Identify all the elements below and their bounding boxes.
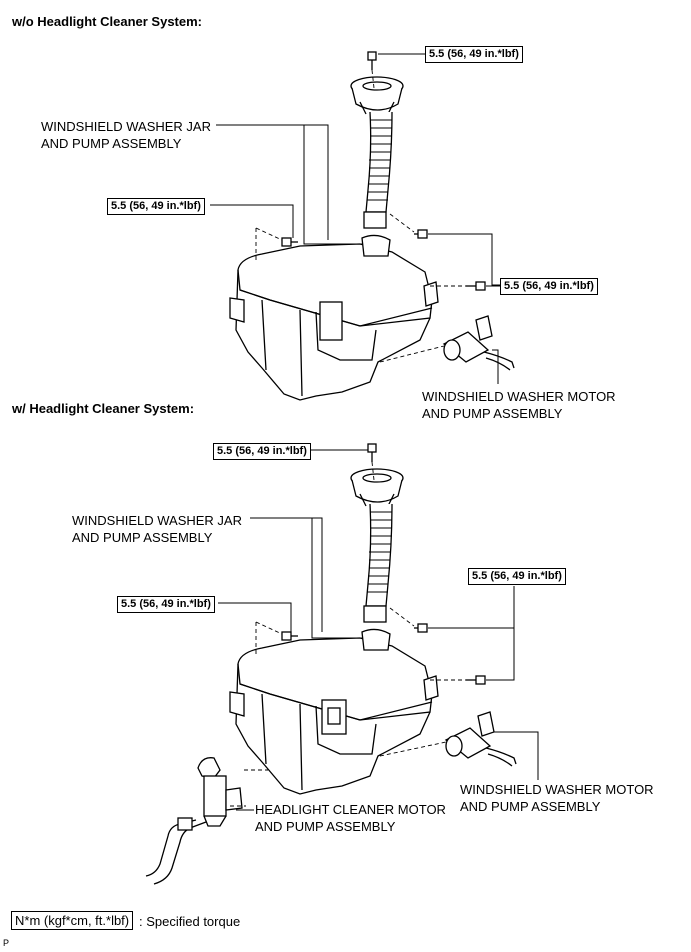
label-washer-motor-bottom-line2: AND PUMP ASSEMBLY [460,799,601,814]
label-washer-motor-bottom-line1: WINDSHIELD WASHER MOTOR [460,782,654,797]
tank-bolt-right-upper-bottom [414,623,428,633]
tank-bolt-right-upper-top [414,229,428,239]
label-washer-jar-bottom: WINDSHIELD WASHER JAR AND PUMP ASSEMBLY [72,512,242,546]
torque-label-cap-top: 5.5 (56, 49 in.*lbf) [425,46,523,63]
tank-bolt-right-lower-top [466,281,486,291]
label-headlight-cleaner-motor: HEADLIGHT CLEANER MOTOR AND PUMP ASSEMBL… [255,801,446,835]
torque-label-cap-bottom: 5.5 (56, 49 in.*lbf) [213,443,311,460]
headlight-cleaner-motor [145,757,243,885]
filler-neck-top [363,111,393,229]
label-washer-motor-top-line2: AND PUMP ASSEMBLY [422,406,563,421]
torque-label-right-bottom: 5.5 (56, 49 in.*lbf) [468,568,566,585]
filler-neck-bottom [363,503,393,623]
filler-cap-bottom [350,468,404,507]
label-washer-motor-top: WINDSHIELD WASHER MOTOR AND PUMP ASSEMBL… [422,388,616,422]
filler-cap-top [350,76,404,115]
heading-with-headlight-cleaner: w/ Headlight Cleaner System: [12,401,195,416]
label-washer-jar-top: WINDSHIELD WASHER JAR AND PUMP ASSEMBLY [41,118,211,152]
washer-tank-bottom [229,628,439,795]
torque-label-left-bottom: 5.5 (56, 49 in.*lbf) [117,596,215,613]
tank-bolt-left-bottom [281,631,298,641]
label-headlight-cleaner-motor-line1: HEADLIGHT CLEANER MOTOR [255,802,446,817]
heading-without-headlight-cleaner: w/o Headlight Cleaner System: [12,14,202,29]
washer-motor-top [442,315,515,371]
cap-bolt-bottom [367,443,377,462]
legend-torque-unit: N*m (kgf*cm, ft.*lbf) [11,911,134,930]
washer-motor-bottom [444,711,517,767]
label-washer-jar-top-line2: AND PUMP ASSEMBLY [41,136,182,151]
label-washer-jar-bottom-line1: WINDSHIELD WASHER JAR [72,513,242,528]
corner-mark: P [3,938,10,948]
label-washer-motor-top-line1: WINDSHIELD WASHER MOTOR [422,389,616,404]
label-washer-jar-top-line1: WINDSHIELD WASHER JAR [41,119,211,134]
top-diagram [210,51,515,401]
cap-bolt-top [367,51,377,70]
tank-bolt-left-top [281,237,298,247]
label-washer-motor-bottom: WINDSHIELD WASHER MOTOR AND PUMP ASSEMBL… [460,781,654,815]
torque-label-left-top: 5.5 (56, 49 in.*lbf) [107,198,205,215]
label-headlight-cleaner-motor-line2: AND PUMP ASSEMBLY [255,819,396,834]
washer-tank-top [229,234,439,401]
torque-label-right-top: 5.5 (56, 49 in.*lbf) [500,278,598,295]
legend-description: : Specified torque [139,914,241,929]
tank-bolt-right-lower-bottom [466,675,486,685]
bottom-diagram [145,443,539,885]
label-washer-jar-bottom-line2: AND PUMP ASSEMBLY [72,530,213,545]
